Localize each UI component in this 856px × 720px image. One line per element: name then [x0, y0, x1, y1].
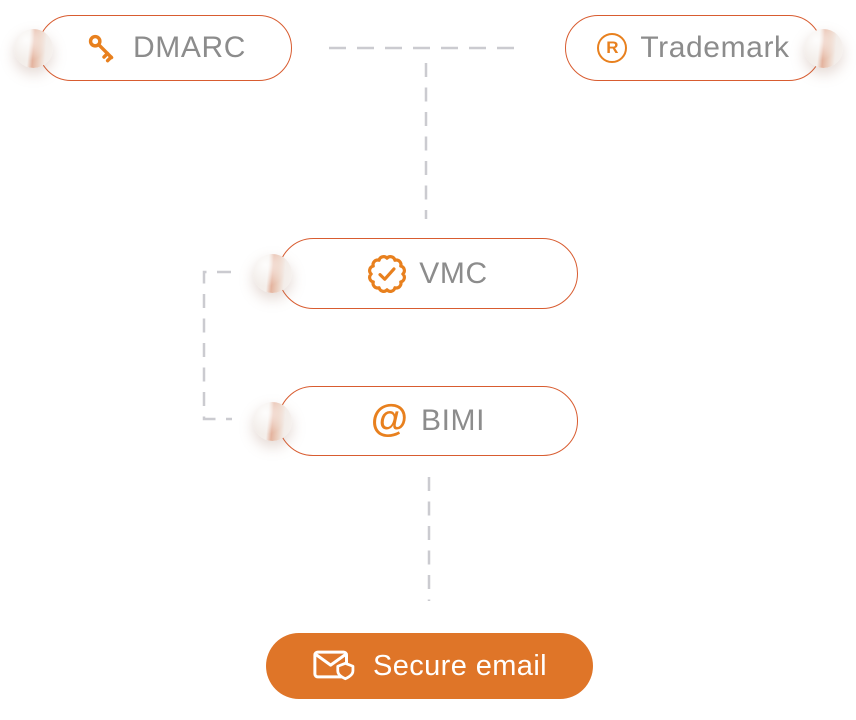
node-dmarc: DMARC	[38, 15, 292, 81]
registered-trademark-icon: R	[597, 33, 628, 63]
verified-badge-icon	[368, 254, 407, 293]
node-bimi-label: BIMI	[420, 404, 486, 437]
secure-email-button-label: Secure email	[372, 649, 548, 682]
sphere-dmarc-decoration	[14, 29, 53, 68]
sphere-trademark-decoration	[804, 29, 843, 68]
at-sign-icon: @	[370, 398, 408, 440]
node-vmc-label: VMC	[419, 256, 488, 290]
connector-vmc-bimi-bracket	[202, 270, 232, 421]
node-dmarc-label: DMARC	[133, 31, 246, 64]
node-trademark: R Trademark	[565, 15, 822, 81]
node-trademark-label: Trademark	[640, 31, 790, 64]
sphere-vmc-decoration	[253, 254, 292, 293]
envelope-shield-icon	[313, 650, 355, 680]
node-bimi: @ BIMI	[278, 386, 578, 456]
sphere-bimi-decoration	[253, 402, 292, 441]
key-icon	[88, 34, 114, 63]
node-vmc: VMC	[278, 238, 578, 309]
registered-letter: R	[606, 38, 619, 57]
secure-email-button[interactable]: Secure email	[266, 633, 593, 699]
